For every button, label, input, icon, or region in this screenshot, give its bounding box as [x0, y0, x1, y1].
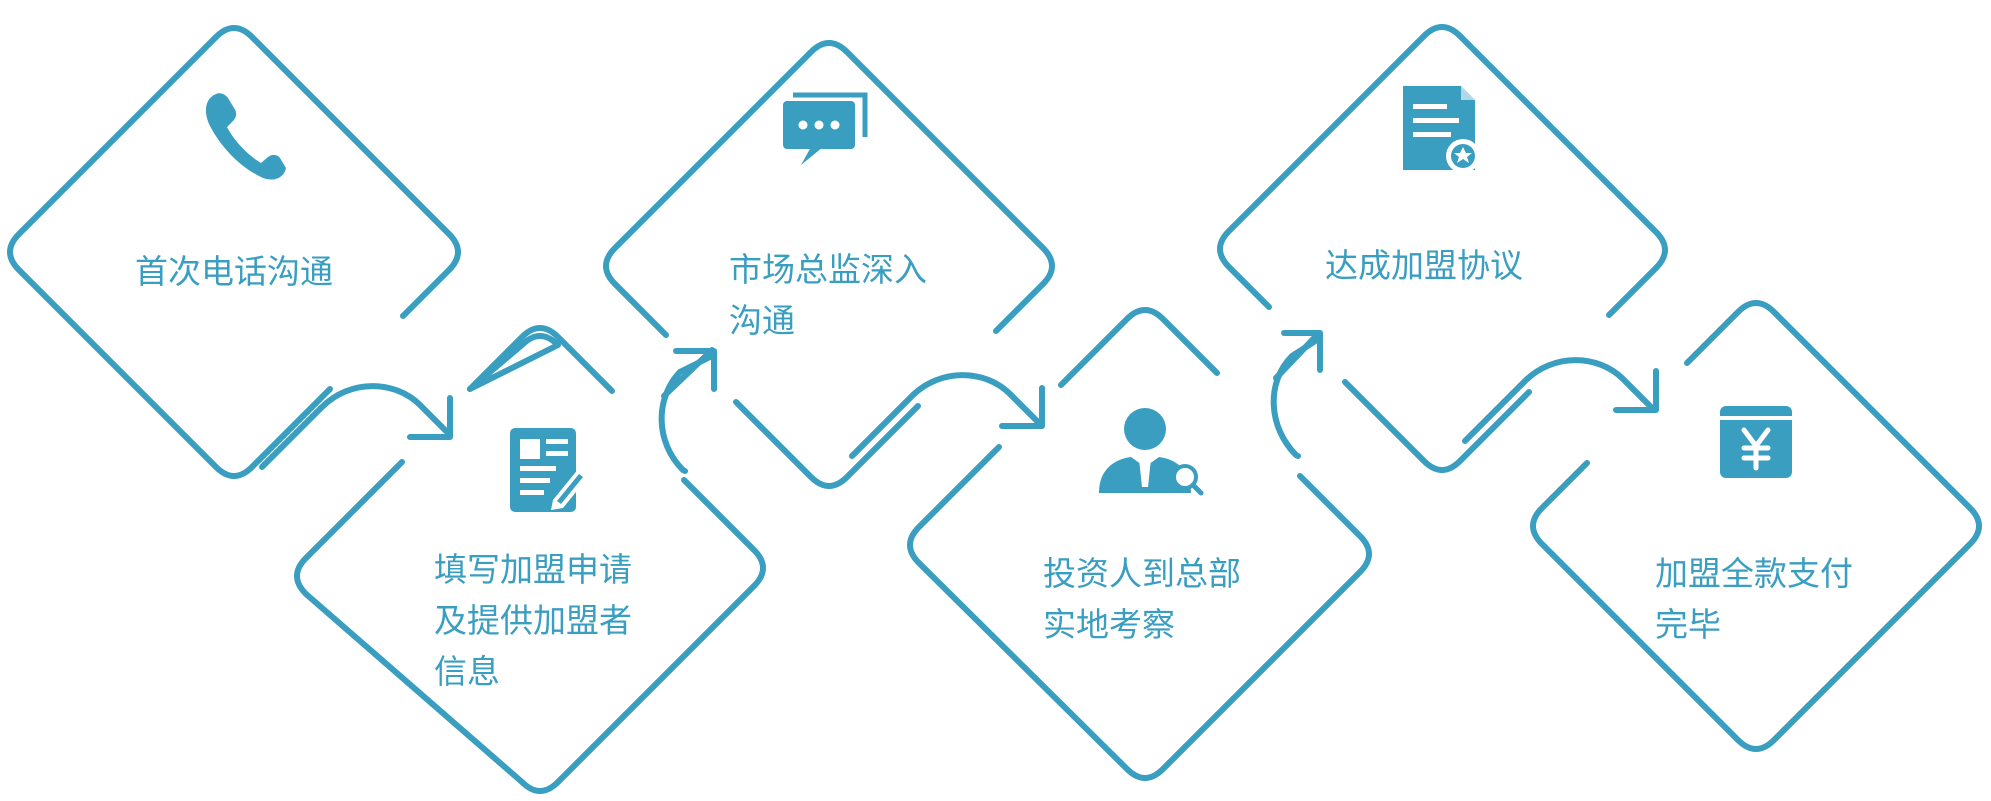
step-4-label-line-1: 投资人到总部 — [1043, 554, 1241, 593]
connector-3-4-curve — [849, 372, 1041, 459]
connector-4-5-arrow — [1273, 330, 1323, 381]
connector-2-3 — [658, 347, 717, 474]
step-1-diamond — [213, 25, 461, 319]
step-1-label: 首次电话沟通 — [135, 252, 333, 291]
step-3: 市场总监深入 沟通 — [603, 40, 1055, 489]
step-3-diamond — [603, 40, 1055, 338]
step-2: 填写加盟申请 及提供加盟者 信息 — [294, 325, 766, 794]
step-4-diamond-top — [1058, 307, 1220, 388]
step-1-label-line-1: 首次电话沟通 — [135, 252, 333, 291]
step-2-diamond — [467, 325, 615, 394]
step-5: 达成加盟协议 — [1217, 24, 1668, 473]
investor-search-icon — [1099, 408, 1204, 496]
phone-icon — [205, 93, 286, 180]
chat-bubbles-icon — [783, 92, 868, 165]
step-4-diamond-body — [907, 444, 1372, 781]
step-3-label: 市场总监深入 沟通 — [729, 250, 938, 340]
step-6: 加盟全款支付 完毕 — [1530, 300, 1982, 752]
connector-5-6-curve — [1462, 357, 1654, 444]
connector-1-2-arrowhead — [407, 395, 453, 440]
connector-4-5 — [1270, 330, 1323, 459]
step-3-label-line-1: 市场总监深入 — [729, 250, 927, 289]
connector-2-3-curve — [658, 353, 715, 474]
step-6-label: 加盟全款支付 完毕 — [1655, 554, 1864, 644]
connector-2-3-arrow — [661, 347, 717, 399]
step-2-label-line-2: 及提供加盟者 — [434, 601, 632, 640]
connector-3-4 — [849, 372, 1045, 459]
step-4-label: 投资人到总部 实地考察 — [1043, 554, 1252, 644]
step-4: 投资人到总部 实地考察 — [907, 307, 1372, 781]
step-2-label: 填写加盟申请 及提供加盟者 信息 — [434, 550, 643, 691]
step-5-diamond — [1217, 24, 1668, 318]
step-5-diamond-bottom — [1342, 379, 1532, 473]
connector-3-4-arrowhead — [999, 385, 1045, 429]
step-3-label-line-2: 沟通 — [729, 301, 795, 340]
step-5-label: 达成加盟协议 — [1325, 246, 1523, 285]
yuan-payment-icon — [1720, 406, 1792, 478]
step-6-label-line-2: 完毕 — [1655, 605, 1721, 644]
connector-5-6 — [1462, 357, 1659, 444]
step-4-label-line-2: 实地考察 — [1043, 605, 1175, 644]
connector-5-6-arrowhead — [1613, 368, 1659, 413]
step-5-label-line-1: 达成加盟协议 — [1325, 246, 1523, 285]
connector-1-2-curve — [259, 383, 451, 470]
step-2-diamond-top — [467, 333, 561, 392]
step-1-diamond-left — [7, 34, 333, 479]
application-form-icon — [510, 428, 589, 512]
step-6-diamond — [1530, 300, 1982, 752]
step-1: 首次电话沟通 — [7, 25, 461, 479]
agreement-document-icon — [1403, 86, 1480, 173]
connector-1-2 — [259, 383, 453, 470]
step-3-diamond-bottom — [733, 399, 921, 489]
step-6-label-line-1: 加盟全款支付 — [1655, 554, 1853, 593]
step-2-diamond-body — [294, 459, 766, 794]
connector-4-5-curve — [1270, 335, 1323, 459]
step-2-label-line-1: 填写加盟申请 — [434, 550, 632, 589]
step-2-label-line-3: 信息 — [434, 652, 500, 691]
